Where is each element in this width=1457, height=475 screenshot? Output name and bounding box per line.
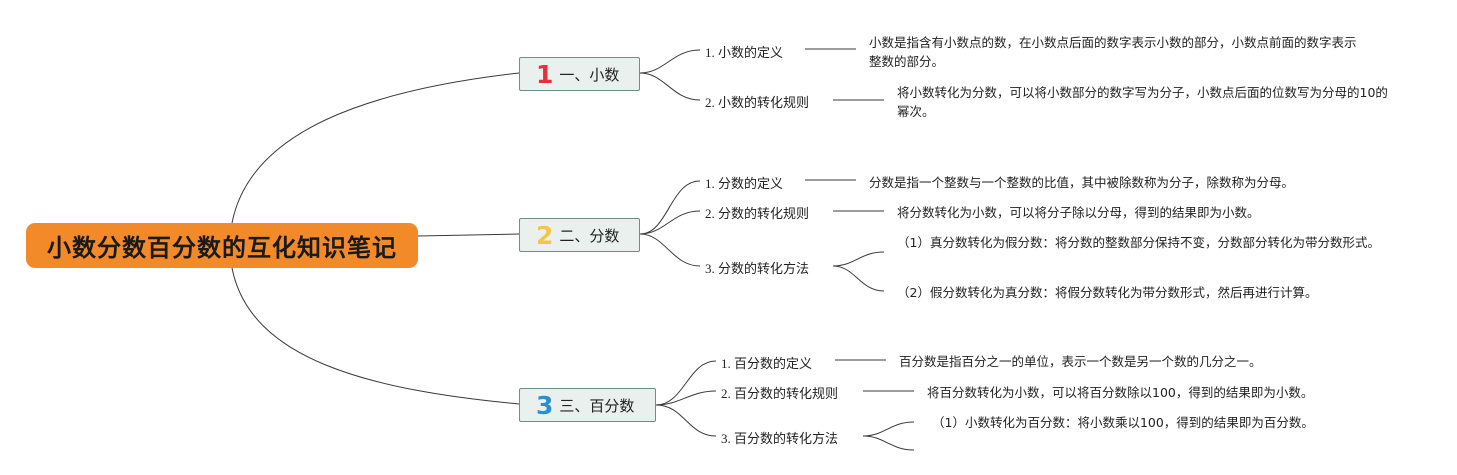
number-badge-1: 1 <box>536 59 554 89</box>
subtopic-percentage-definition[interactable]: 1. 百分数的定义 <box>721 356 813 371</box>
connector-b1-s2 <box>639 72 701 101</box>
subtopic-fraction-conversion-rule[interactable]: 2. 分数的转化规则 <box>705 206 810 221</box>
leaf-percentage-method-1[interactable]: （1）小数转化为百分数：将小数乘以100，得到的结果即为百分数。 <box>932 415 1314 430</box>
leaf-fraction-method-1[interactable]: （1）真分数转化为假分数：将分数的整数部分保持不变，分数部分转化为带分数形式。 <box>897 235 1380 250</box>
branch-label: 三、百分数 <box>559 396 635 415</box>
number-badge-3: 3 <box>536 390 554 420</box>
connector-b3-s2 <box>655 390 717 406</box>
branch-fraction[interactable]: 2 二、分数 <box>519 218 640 252</box>
subtopic-decimal-definition[interactable]: 1. 小数的定义 <box>705 45 784 60</box>
subtopic-fraction-definition[interactable]: 1. 分数的定义 <box>705 176 784 191</box>
connector-b2-s3-leaf2 <box>832 265 885 292</box>
subtopic-decimal-conversion-rule[interactable]: 2. 小数的转化规则 <box>705 95 810 110</box>
connector-b3-s3 <box>655 404 717 437</box>
subtopic-fraction-conversion-method[interactable]: 3. 分数的转化方法 <box>705 261 810 276</box>
branch-decimal[interactable]: 1 一、小数 <box>519 57 640 91</box>
connector-b3-s3-leaf1 <box>862 421 915 437</box>
leaf-percentage-definition[interactable]: 百分数是指百分之一的单位，表示一个数是另一个数的几分之一。 <box>899 354 1262 369</box>
leaf-decimal-conversion-rule[interactable]: 将小数转化为分数，可以将小数部分的数字写为分子，小数点后面的位数写为分母的10的… <box>897 85 1388 119</box>
branch-label: 一、小数 <box>559 65 620 84</box>
connector-b1-s1 <box>639 49 701 74</box>
connector-root-branch1 <box>231 72 520 224</box>
root-topic[interactable]: 小数分数百分数的互化知识笔记 <box>26 223 418 268</box>
subtopic-percentage-conversion-method[interactable]: 3. 百分数的转化方法 <box>721 431 839 446</box>
root-title: 小数分数百分数的互化知识笔记 <box>47 234 397 262</box>
leaf-percentage-conversion-rule[interactable]: 将百分数转化为小数，可以将百分数除以100，得到的结果即为小数。 <box>927 385 1314 400</box>
connector-b2-s3-leaf1 <box>832 251 885 267</box>
subtopic-percentage-conversion-rule[interactable]: 2. 百分数的转化规则 <box>721 386 839 401</box>
branch-label: 二、分数 <box>559 226 620 245</box>
leaf-fraction-definition[interactable]: 分数是指一个整数与一个整数的比值，其中被除数称为分子，除数称为分母。 <box>869 175 1295 190</box>
leaf-fraction-method-2[interactable]: （2）假分数转化为真分数：将假分数转化为带分数形式，然后再进行计算。 <box>897 285 1318 300</box>
connector-b3-s1 <box>655 360 717 406</box>
connector-b2-s3 <box>639 233 701 267</box>
connector-b2-s2 <box>639 210 701 235</box>
leaf-fraction-conversion-rule[interactable]: 将分数转化为小数，可以将分子除以分母，得到的结果即为小数。 <box>897 205 1260 220</box>
number-badge-2: 2 <box>536 220 554 250</box>
branch-percentage[interactable]: 3 三、百分数 <box>519 388 656 422</box>
leaf-decimal-definition[interactable]: 小数是指含有小数点的数，在小数点后面的数字表示小数的部分，小数点前面的数字表示整… <box>869 35 1357 69</box>
connector-root-branch2 <box>417 233 520 237</box>
connector-root-branch3 <box>231 267 520 405</box>
connector-b2-s1 <box>639 180 701 235</box>
connector-b3-s3-leaf2 <box>862 435 915 451</box>
